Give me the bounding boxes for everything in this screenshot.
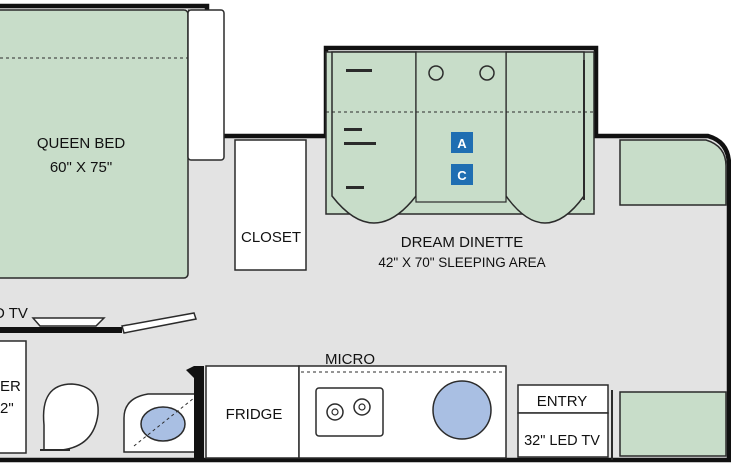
sink-icon [140, 406, 186, 442]
passenger-seat [619, 391, 727, 457]
dinette-bench-right [505, 51, 585, 224]
badge-c: C [457, 168, 467, 183]
fixture-hook-4 [346, 186, 364, 189]
entry-step [517, 384, 609, 414]
tv-left [31, 317, 106, 327]
bed-name-label: QUEEN BED [37, 135, 126, 152]
burner-icon-right [353, 398, 371, 416]
micro-label: MICRO [325, 351, 375, 368]
entry-tv-label: 32" LED TV [524, 433, 600, 449]
fixture-hook-3 [344, 142, 376, 145]
entry-label: ENTRY [537, 393, 588, 410]
kitchen-sink-icon [432, 380, 492, 440]
dinette-name-label: DREAM DINETTE [401, 234, 524, 251]
cooktop [315, 387, 384, 437]
badge-a: A [457, 136, 467, 151]
tv-left-label: D TV [0, 305, 28, 322]
badge-c-box [451, 164, 473, 185]
vanity-dash [133, 397, 195, 447]
entry-tv-box [517, 412, 609, 458]
toilet-icon [42, 383, 99, 451]
burner-left-center [331, 408, 339, 416]
fixture-hook-2 [344, 128, 362, 131]
shower-label-line1: ER [0, 378, 21, 395]
badge-a-box [451, 132, 473, 153]
dinette-bench-left [331, 51, 417, 224]
kitchen-wall [194, 366, 204, 460]
shower [0, 340, 27, 454]
closet [234, 139, 307, 271]
bath-door [121, 312, 197, 334]
dinette-size-label: 42" X 70" SLEEPING AREA [378, 255, 545, 270]
cab-seat [619, 139, 727, 206]
fridge-label: FRIDGE [226, 406, 283, 423]
fixture-hook-1 [346, 69, 372, 72]
nightstand [187, 9, 225, 161]
bed-size-label: 60" X 75" [50, 159, 112, 176]
cup-holder-right [479, 65, 495, 81]
cup-holder-left [428, 65, 444, 81]
burner-icon-left [326, 403, 344, 421]
shower-label-line2: 2" [0, 400, 14, 417]
fridge [205, 365, 300, 459]
closet-label: CLOSET [241, 229, 301, 246]
burner-right-center [358, 403, 366, 411]
wall-notch [186, 366, 194, 378]
bath-wall [0, 327, 122, 333]
